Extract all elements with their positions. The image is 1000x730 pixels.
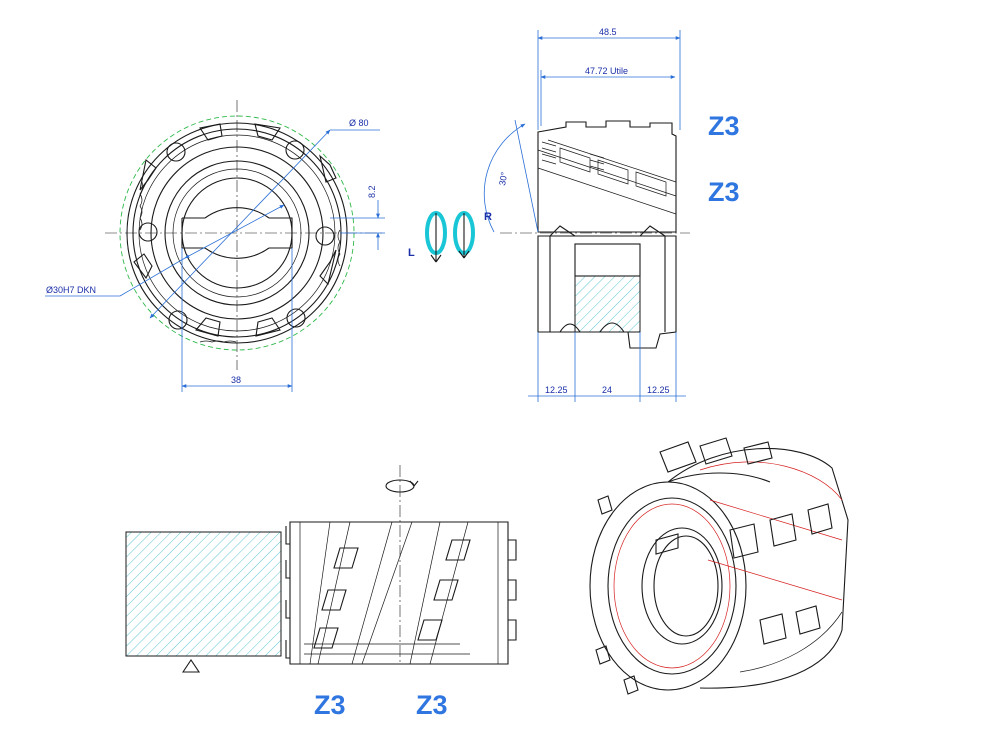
dim-center-width: 24 <box>602 385 612 395</box>
rotation-right-label: R <box>484 211 492 223</box>
dim-left-hub: 12.25 <box>545 385 568 395</box>
rotation-symbol-lr: L R <box>408 211 492 263</box>
z-label-right-mid: Z3 <box>708 177 740 207</box>
rotation-left-label: L <box>408 247 415 259</box>
dim-useful-length: 47.72 Utile <box>585 66 628 76</box>
z-label-right-top: Z3 <box>708 111 740 141</box>
z-label-bottom-left: Z3 <box>314 690 346 720</box>
dim-outer-diameter: Ø 80 <box>349 118 369 128</box>
dim-bore: Ø30H7 DKN <box>46 285 96 295</box>
dim-keyway-width: 38 <box>231 375 241 385</box>
dim-right-hub: 12.25 <box>647 385 670 395</box>
isometric-view <box>589 437 849 695</box>
dim-angle: 30° <box>497 171 509 187</box>
side-view: 48.5 47.72 Utile 30° 12.25 24 12.25 <box>483 27 690 402</box>
dim-total-length: 48.5 <box>599 27 617 37</box>
dim-keyway-offset: 8.2 <box>367 185 377 198</box>
z-label-bottom-mid: Z3 <box>416 690 448 720</box>
workpiece-view <box>125 465 517 673</box>
front-view: 38 Ø 80 Ø30H7 DKN 8.2 <box>45 100 385 392</box>
